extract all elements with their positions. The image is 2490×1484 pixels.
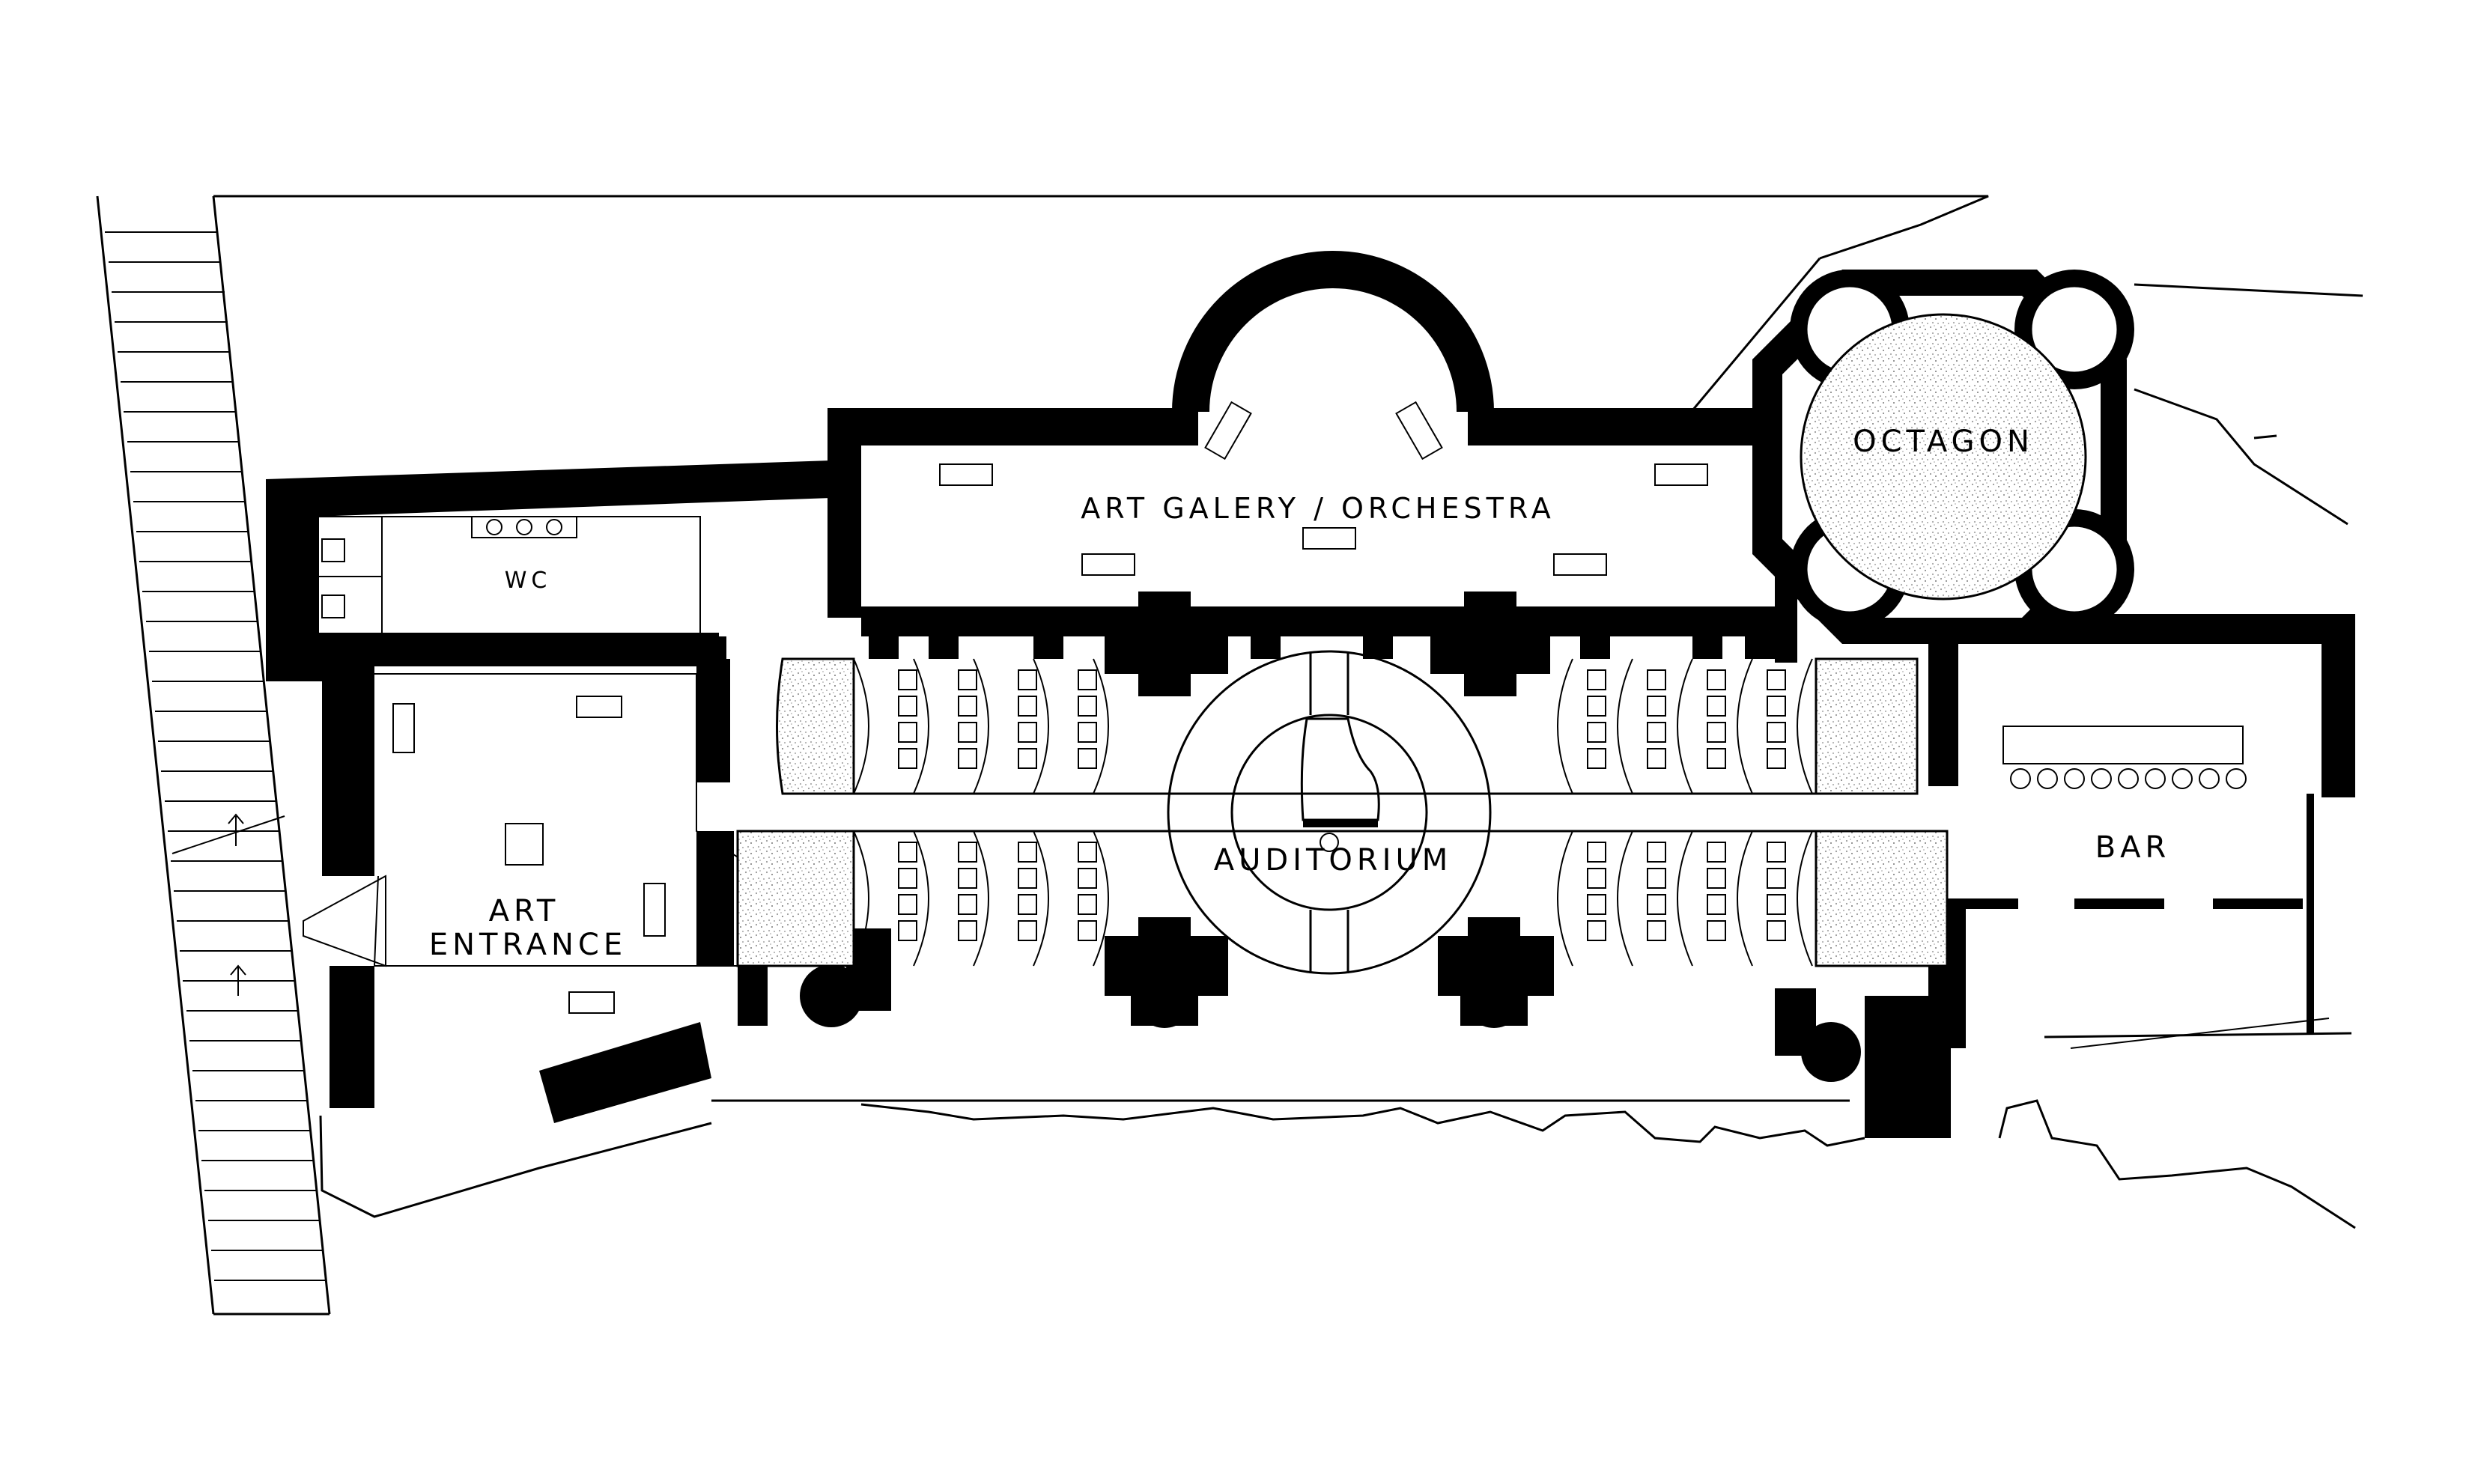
room-label-entrance-line2: ENTRANCE <box>429 928 627 962</box>
room-label-auditorium: AUDITORIUM <box>1214 843 1453 878</box>
sink-icon <box>486 519 562 535</box>
room-label-entrance-line1: ART <box>489 894 560 928</box>
artwork-icon <box>392 401 1708 1014</box>
stair-arrow-icon <box>228 813 246 996</box>
octagon-floor <box>1800 313 2087 600</box>
seating <box>898 669 1786 941</box>
site-outline <box>213 195 2363 1229</box>
grand-piano-icon <box>1300 717 1380 852</box>
auditorium-floor <box>736 657 1949 967</box>
room-label-bar: BAR <box>2095 830 2171 865</box>
room-label-wc: WC <box>505 568 552 594</box>
bar-stool-icon <box>2010 768 2247 789</box>
toilet-icon <box>321 538 345 618</box>
stage <box>1167 650 1492 975</box>
exterior-staircase <box>96 195 331 1316</box>
room-label-octagon: OCTAGON <box>1853 425 2034 459</box>
room-label-gallery: ART GALERY / ORCHESTRA <box>1081 492 1555 525</box>
